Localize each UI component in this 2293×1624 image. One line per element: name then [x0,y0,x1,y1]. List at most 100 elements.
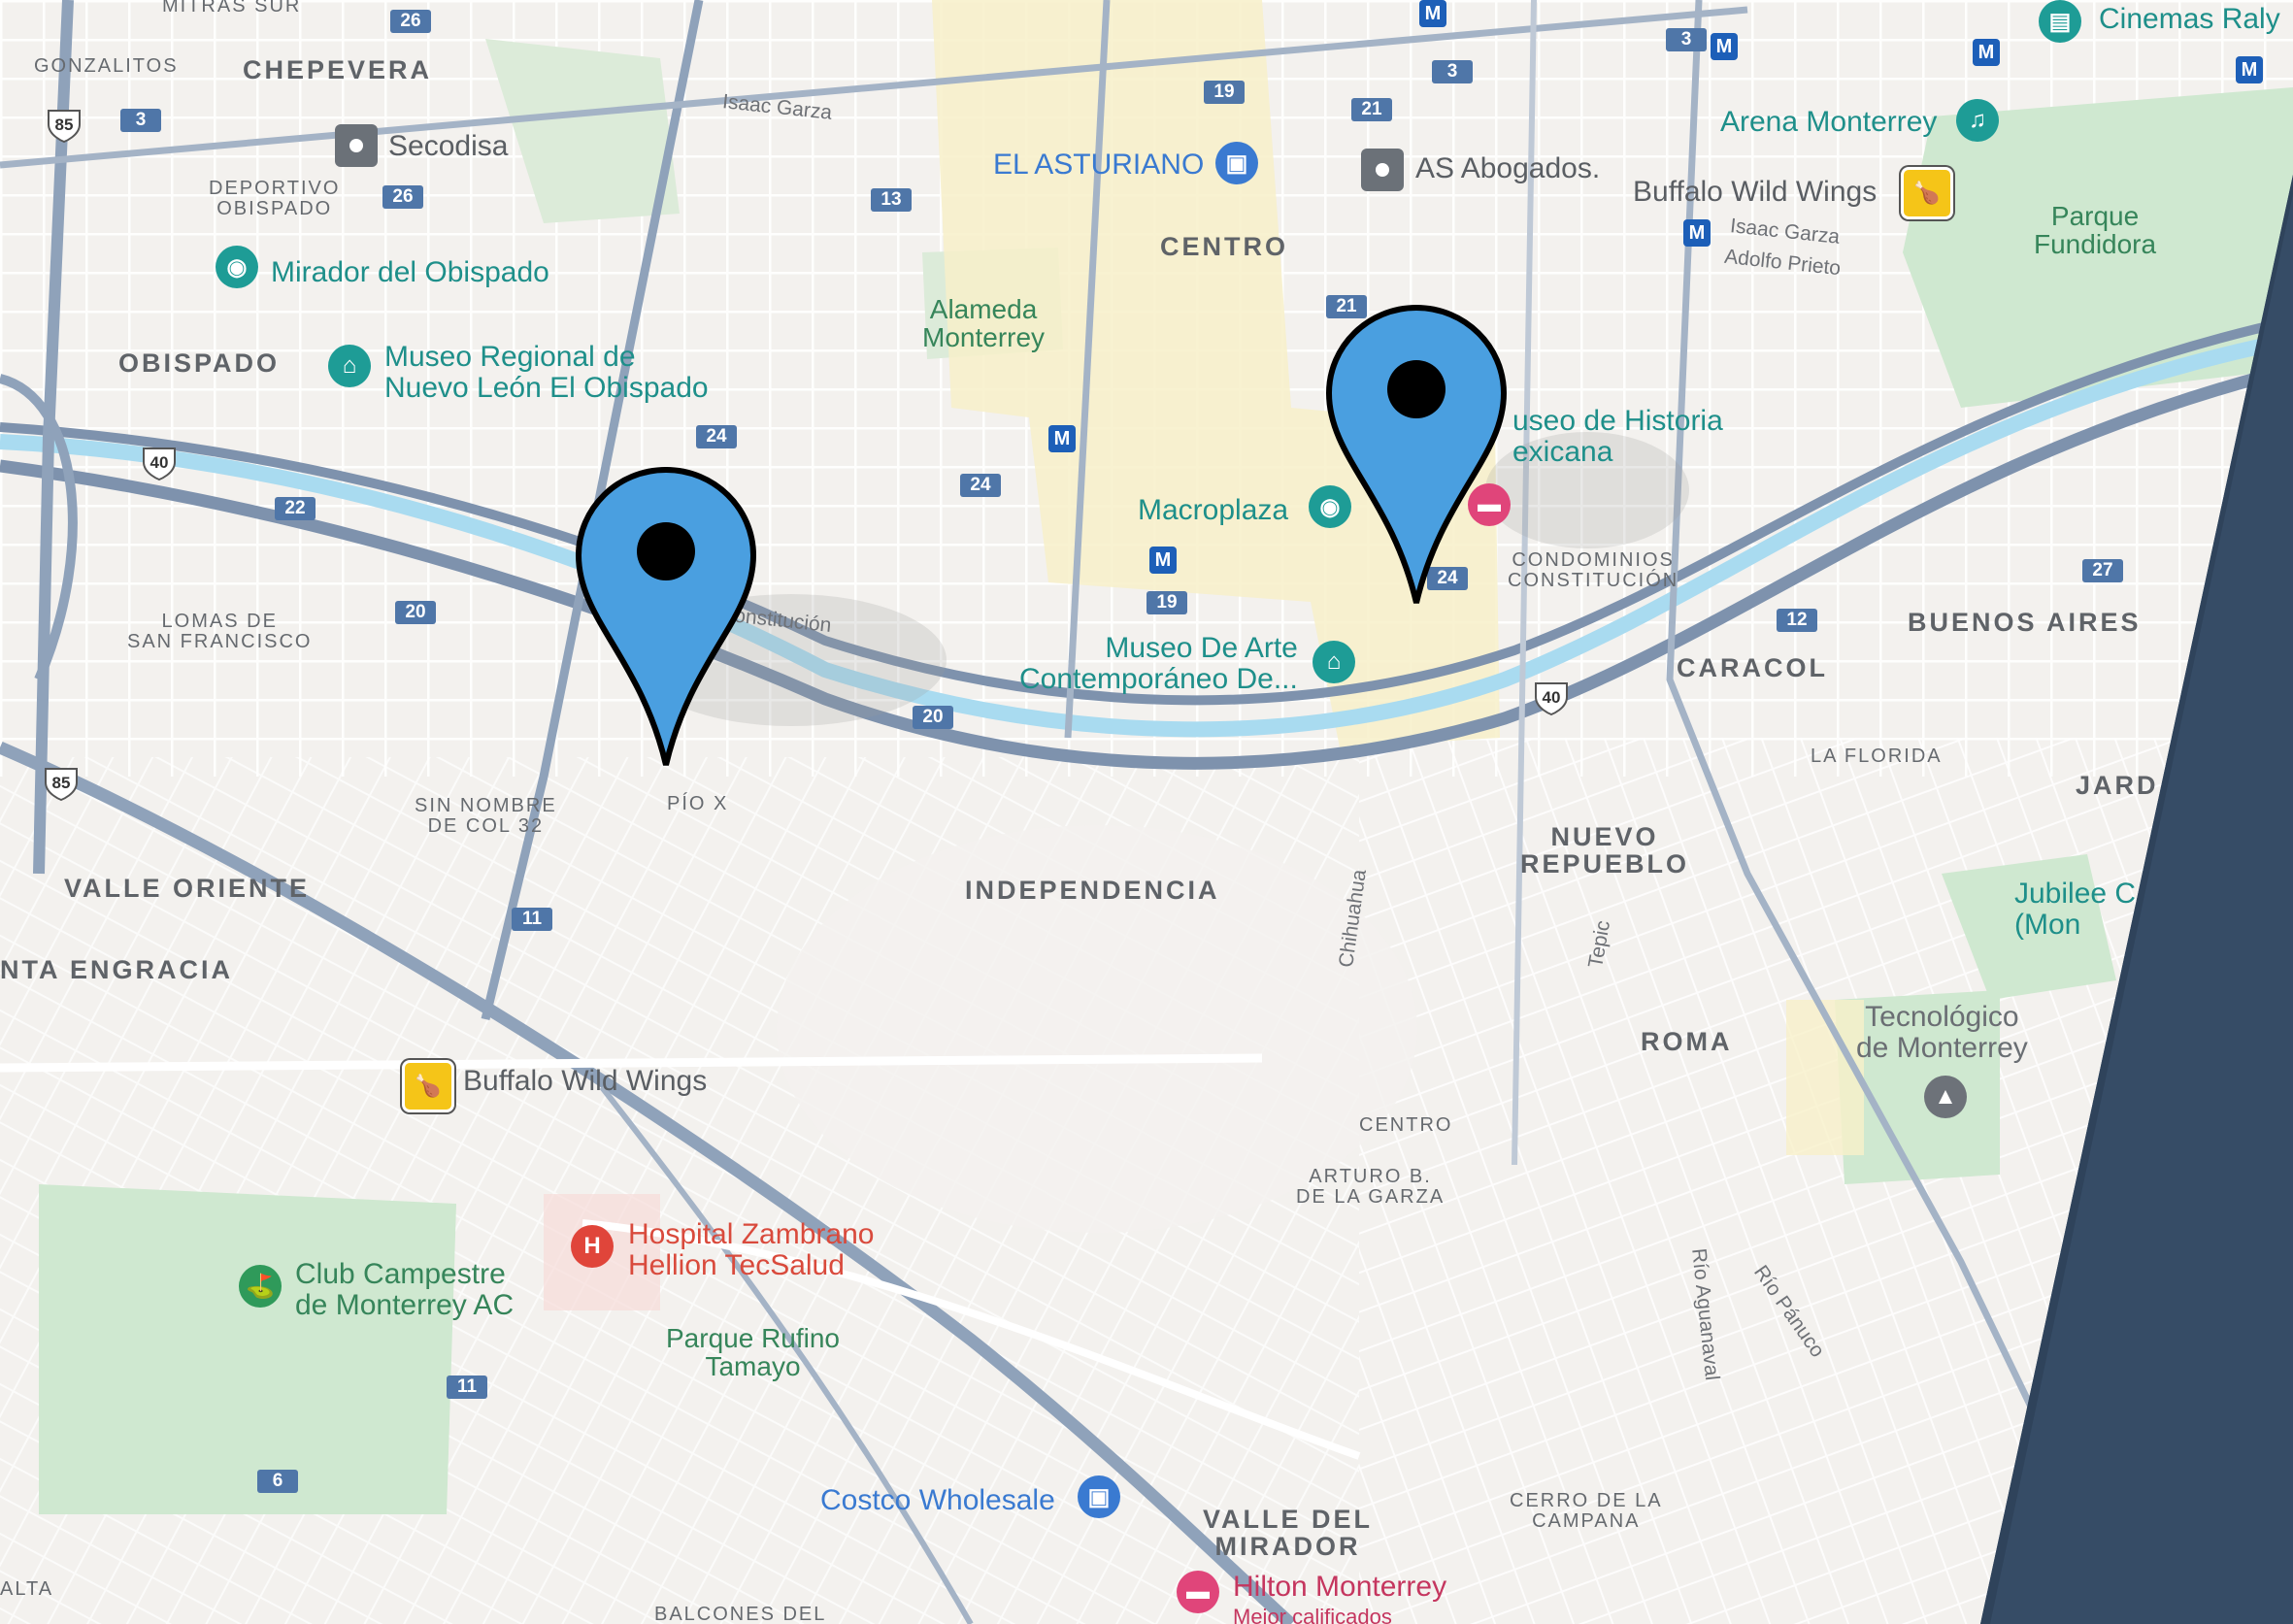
route-shield: 26 [390,10,431,33]
highway-shield: 40 [1534,679,1569,716]
poi-buffalo-wild-wings-north[interactable]: Buffalo Wild Wings [1633,176,1878,208]
map-pin-shape [575,466,757,766]
map-pin-dot [637,522,695,580]
poi-el-asturiano[interactable]: EL ASTURIANO [993,149,1205,181]
area-pio-x: PÍO X [667,793,729,814]
poi-as-abogados[interactable]: AS Abogados. [1415,152,1601,184]
avenue-madero [0,6,1748,169]
area-condominios: CONDOMINIOS CONSTITUCIÓN [1508,549,1679,591]
poi-jubilee[interactable]: Jubilee C (Mon [2014,878,2137,941]
restaurant-icon[interactable]: 🍗 [402,1060,454,1112]
poi-costco-wholesale[interactable]: Costco Wholesale [820,1484,1055,1516]
hood-buenos-aires: BUENOS AIRES [1908,608,2142,637]
film-icon[interactable]: ▤ [2039,0,2081,43]
road-secondary-1 [0,1053,1263,1073]
area-sin-nombre: SIN NOMBRE DE COL 32 [415,795,557,837]
museum-icon[interactable]: ⌂ [328,345,371,387]
poi-buffalo-wild-wings-south[interactable]: Buffalo Wild Wings [463,1065,708,1097]
route-shield: 19 [1204,81,1245,104]
poi-museo-de-arte[interactable]: Museo De Arte Contemporáneo De... [1019,632,1298,695]
area-cerro-de-la-campana: CERRO DE LA CAMPANA [1510,1490,1663,1532]
route-shield: 3 [120,109,161,132]
poi-museo-regional[interactable]: Museo Regional de Nuevo León El Obispado [384,341,709,404]
metro-station-icon[interactable]: M [1711,33,1738,60]
park-club-campestre [39,1184,456,1514]
park-obispado [485,39,680,223]
golf-icon[interactable]: ⛳ [239,1265,282,1308]
building-icon[interactable] [1361,149,1404,191]
poi-mirador-del-obispado[interactable]: Mirador del Obispado [271,256,549,288]
route-shield: 20 [913,706,953,729]
side-panel-edge [1980,175,2293,1624]
camera-icon[interactable]: ◉ [1309,485,1351,528]
road-left-loop [0,374,78,681]
restaurant-icon[interactable]: 🍗 [1901,167,1953,219]
area-mitras-sur: MITRAS SUR [162,0,302,17]
metro-station-icon[interactable]: M [1048,425,1076,452]
poi-tecnologico[interactable]: Tecnológico de Monterrey [1856,1001,2028,1064]
school-icon[interactable]: ▲ [1924,1076,1967,1118]
hood-nuevo-repueblo: NUEVO REPUEBLO [1520,822,1690,879]
area-gonzalitos: GONZALITOS [34,55,179,77]
poi-secodisa[interactable]: Secodisa [388,130,509,162]
hood-independencia: INDEPENDENCIA [965,876,1220,905]
poi-club-campestre[interactable]: Club Campestre de Monterrey AC [295,1258,515,1321]
poi-parque-rufino-tamayo[interactable]: Parque Rufino Tamayo [666,1323,841,1382]
hood-valle-oriente: VALLE ORIENTE [64,874,311,903]
route-shield: 3 [1666,28,1707,51]
shopping-bag-icon[interactable]: ▣ [1078,1475,1120,1518]
area-la-florida: LA FLORIDA [1811,746,1943,767]
poi-hilton-monterrey[interactable]: Hilton Monterrey [1233,1571,1447,1603]
avenue-pino-suarez [1064,0,1111,739]
avenue-gonzalitos [33,0,74,875]
hood-jard: JARD [2076,771,2159,800]
shopping-bag-icon[interactable]: ▣ [1215,142,1258,184]
hood-obispado: OBISPADO [118,348,281,378]
route-shield: 19 [1146,591,1187,614]
route-shield: 11 [447,1375,487,1399]
hood-valle-del-mirador: VALLE DEL MIRADOR [1203,1505,1373,1562]
map-pin-icon [575,466,757,766]
map-pin-shape [1325,304,1508,604]
highway-shield: 85 [47,107,82,144]
music-icon[interactable]: ♫ [1956,99,1999,142]
highway-shield: 85 [44,765,79,802]
park-jubilee [1942,854,2116,1000]
area-lomas-de-san-francisco: LOMAS DE SAN FRANCISCO [127,611,313,652]
museum-icon[interactable]: ⌂ [1313,641,1355,683]
hood-roma: ROMA [1641,1027,1733,1056]
metro-station-icon[interactable]: M [1973,39,2000,66]
hospital-icon[interactable]: H [571,1225,614,1268]
metro-station-icon[interactable]: M [1419,0,1446,27]
poi-macroplaza[interactable]: Macroplaza [1138,494,1289,526]
building-icon[interactable] [335,124,378,167]
metro-station-icon[interactable]: M [1149,547,1177,574]
metro-station-icon[interactable]: M [2236,56,2263,83]
poi-parque-fundidora[interactable]: Parque Fundidora [2034,201,2157,260]
route-shield: 27 [2082,559,2123,582]
route-shield: 22 [275,497,316,520]
camera-icon[interactable]: ◉ [216,246,258,288]
route-shield: 3 [1432,60,1473,83]
map-pin-dot [1387,360,1446,418]
poi-hilton-subtitle: Mejor calificados [1233,1605,1392,1624]
road-secondary-2 [582,1219,1361,1460]
hotel-icon[interactable]: ▬ [1468,483,1511,526]
poi-museo-de-historia[interactable]: useo de Historia exicana [1512,405,1723,468]
route-shield: 24 [696,425,737,448]
avenue-morones [1512,0,1537,1166]
poi-cinemas-raly[interactable]: Cinemas Raly [2099,3,2280,35]
route-shield: 24 [960,474,1001,497]
park-tec [1835,990,2000,1184]
poi-alameda-monterrey[interactable]: Alameda Monterrey [922,294,1046,353]
area-alta: ALTA [0,1578,54,1600]
route-highlight-east [1485,432,1689,548]
route-shield: 24 [1427,567,1468,590]
avenue-constitucion-south [0,362,2293,770]
avenue-constitucion-north [0,315,2293,706]
poi-hospital-zambrano[interactable]: Hospital Zambrano Hellion TecSalud [628,1218,875,1281]
hotel-icon[interactable]: ▬ [1177,1571,1219,1613]
poi-arena-monterrey[interactable]: Arena Monterrey [1720,106,1938,138]
metro-station-icon[interactable]: M [1683,219,1711,247]
